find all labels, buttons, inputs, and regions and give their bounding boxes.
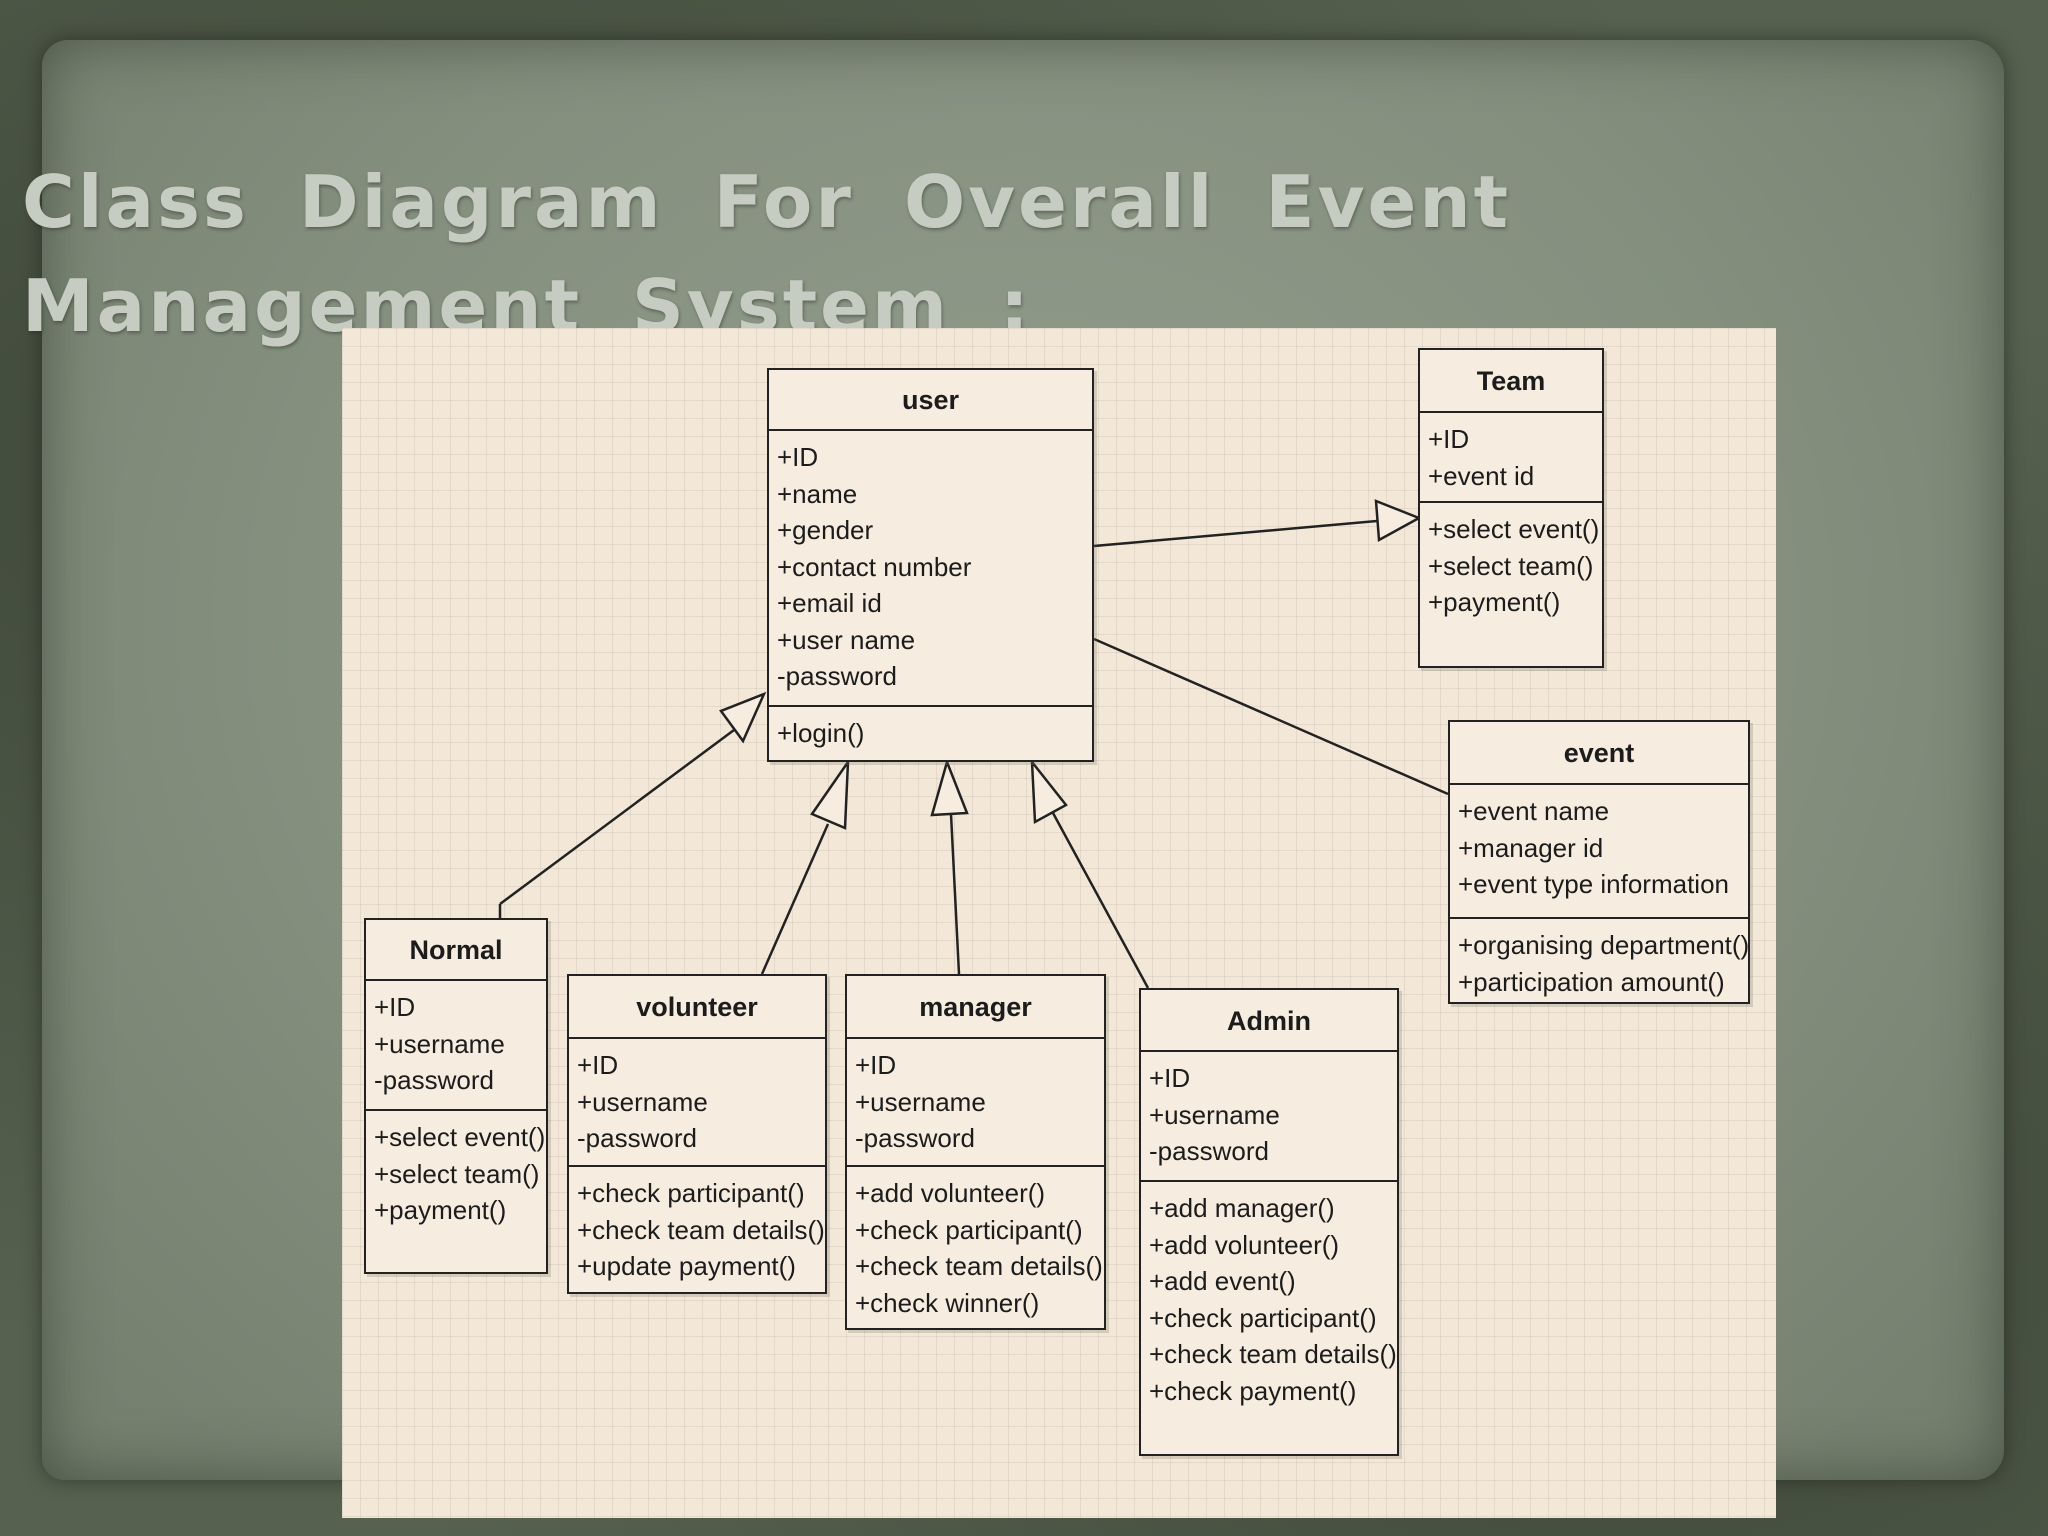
- connector-lines: [498, 499, 1449, 989]
- attribute: -password: [374, 1065, 494, 1095]
- attribute: -password: [1149, 1136, 1269, 1166]
- attribute: +ID: [1428, 424, 1470, 454]
- class-team-name: Team: [1420, 350, 1602, 413]
- operation: +check payment(): [1149, 1375, 1357, 1406]
- attribute: +username: [577, 1086, 708, 1117]
- class-user[interactable]: user +ID +name +gender +contact number +…: [767, 368, 1094, 762]
- attribute: +username: [1149, 1099, 1280, 1130]
- operation: +payment(): [1428, 587, 1561, 617]
- operation: +add event(): [1149, 1266, 1296, 1296]
- attribute: +contact number: [777, 551, 972, 582]
- attribute: +ID: [374, 992, 416, 1022]
- attribute: -password: [855, 1123, 975, 1153]
- operation: +login(): [777, 718, 865, 748]
- operation: +add manager(): [1149, 1193, 1335, 1223]
- class-admin-name: Admin: [1141, 990, 1397, 1052]
- attribute: +manager id: [1458, 832, 1604, 863]
- admin-to-user-line: [1051, 812, 1150, 989]
- attribute: +username: [374, 1028, 505, 1059]
- class-user-operations: +login(): [769, 707, 1092, 758]
- class-event-name: event: [1450, 722, 1748, 785]
- class-admin-attributes: +ID +username -password: [1141, 1052, 1397, 1182]
- attribute: +ID: [855, 1050, 897, 1080]
- operation: +check participant(): [855, 1214, 1083, 1245]
- volunteer-to-user-arrowhead: [810, 757, 850, 830]
- class-volunteer-attributes: +ID +username -password: [569, 1039, 825, 1167]
- operation: +check participant(): [1149, 1302, 1377, 1333]
- attribute: +ID: [777, 442, 819, 472]
- attribute: -password: [777, 661, 897, 691]
- operation: +check winner(): [855, 1287, 1040, 1318]
- operation: +check participant(): [577, 1178, 805, 1208]
- class-diagram: user +ID +name +gender +contact number +…: [342, 328, 1776, 1518]
- operation: +add volunteer(): [855, 1178, 1046, 1208]
- operation: +check team details(): [577, 1214, 825, 1245]
- manager-to-user-line: [949, 813, 961, 975]
- class-event-attributes: +event name +manager id +event type info…: [1450, 785, 1748, 919]
- class-manager-attributes: +ID +username -password: [847, 1039, 1104, 1167]
- operation: +select team(): [374, 1158, 540, 1189]
- class-normal-attributes: +ID +username -password: [366, 981, 546, 1111]
- operation: +add volunteer(): [1149, 1229, 1340, 1260]
- class-volunteer-operations: +check participant() +check team details…: [569, 1167, 825, 1291]
- user-to-team-line: [1093, 519, 1378, 548]
- manager-to-user-arrowhead: [930, 758, 969, 817]
- class-manager-operations: +add volunteer() +check participant() +c…: [847, 1167, 1104, 1327]
- class-volunteer-name: volunteer: [569, 976, 825, 1039]
- class-team-operations: +select event() +select team() +payment(…: [1420, 503, 1602, 627]
- user-to-team-arrowhead: [1374, 499, 1422, 543]
- operation: +payment(): [374, 1195, 507, 1225]
- attribute: +ID: [1149, 1063, 1191, 1093]
- operation: +select event(): [1428, 514, 1600, 544]
- class-team[interactable]: Team +ID +event id +select event() +sele…: [1418, 348, 1604, 668]
- class-event[interactable]: event +event name +manager id +event typ…: [1448, 720, 1750, 1004]
- attribute: +ID: [577, 1050, 619, 1080]
- attribute: +user name: [777, 624, 916, 655]
- class-admin[interactable]: Admin +ID +username -password +add manag…: [1139, 988, 1399, 1456]
- operation: +organising department(): [1458, 930, 1750, 960]
- operation: +participation amount(): [1458, 966, 1725, 997]
- admin-to-user-arrowhead: [1030, 758, 1068, 825]
- operation: +update payment(): [577, 1251, 796, 1281]
- attribute: -password: [577, 1123, 697, 1153]
- attribute: +event id: [1428, 460, 1535, 491]
- class-manager-name: manager: [847, 976, 1104, 1039]
- operation: +check team details(): [855, 1251, 1103, 1281]
- operation: +check team details(): [1149, 1339, 1397, 1369]
- user-to-event-line: [1093, 637, 1449, 796]
- normal-to-user-arrowhead: [719, 691, 767, 744]
- class-admin-operations: +add manager() +add volunteer() +add eve…: [1141, 1182, 1397, 1415]
- operation: +select event(): [374, 1122, 546, 1152]
- class-user-attributes: +ID +name +gender +contact number +email…: [769, 431, 1092, 707]
- normal-to-user-line-diag: [499, 728, 735, 906]
- class-normal-name: Normal: [366, 920, 546, 981]
- class-team-attributes: +ID +event id: [1420, 413, 1602, 503]
- class-event-operations: +organising department() +participation …: [1450, 919, 1750, 1006]
- class-normal[interactable]: Normal +ID +username -password +select e…: [364, 918, 548, 1274]
- class-user-name: user: [769, 370, 1092, 431]
- attribute: +gender: [777, 515, 874, 545]
- class-volunteer[interactable]: volunteer +ID +username -password +check…: [567, 974, 827, 1294]
- attribute: +name: [777, 478, 858, 509]
- attribute: +email id: [777, 588, 882, 618]
- class-manager[interactable]: manager +ID +username -password +add vol…: [845, 974, 1106, 1330]
- attribute: +username: [855, 1086, 986, 1117]
- attribute: +event type information: [1458, 869, 1729, 899]
- volunteer-to-user-line: [760, 823, 830, 975]
- slide-title: Class Diagram For Overall Event Manageme…: [22, 160, 1512, 348]
- class-normal-operations: +select event() +select team() +payment(…: [366, 1111, 546, 1235]
- operation: +select team(): [1428, 550, 1594, 581]
- attribute: +event name: [1458, 796, 1610, 826]
